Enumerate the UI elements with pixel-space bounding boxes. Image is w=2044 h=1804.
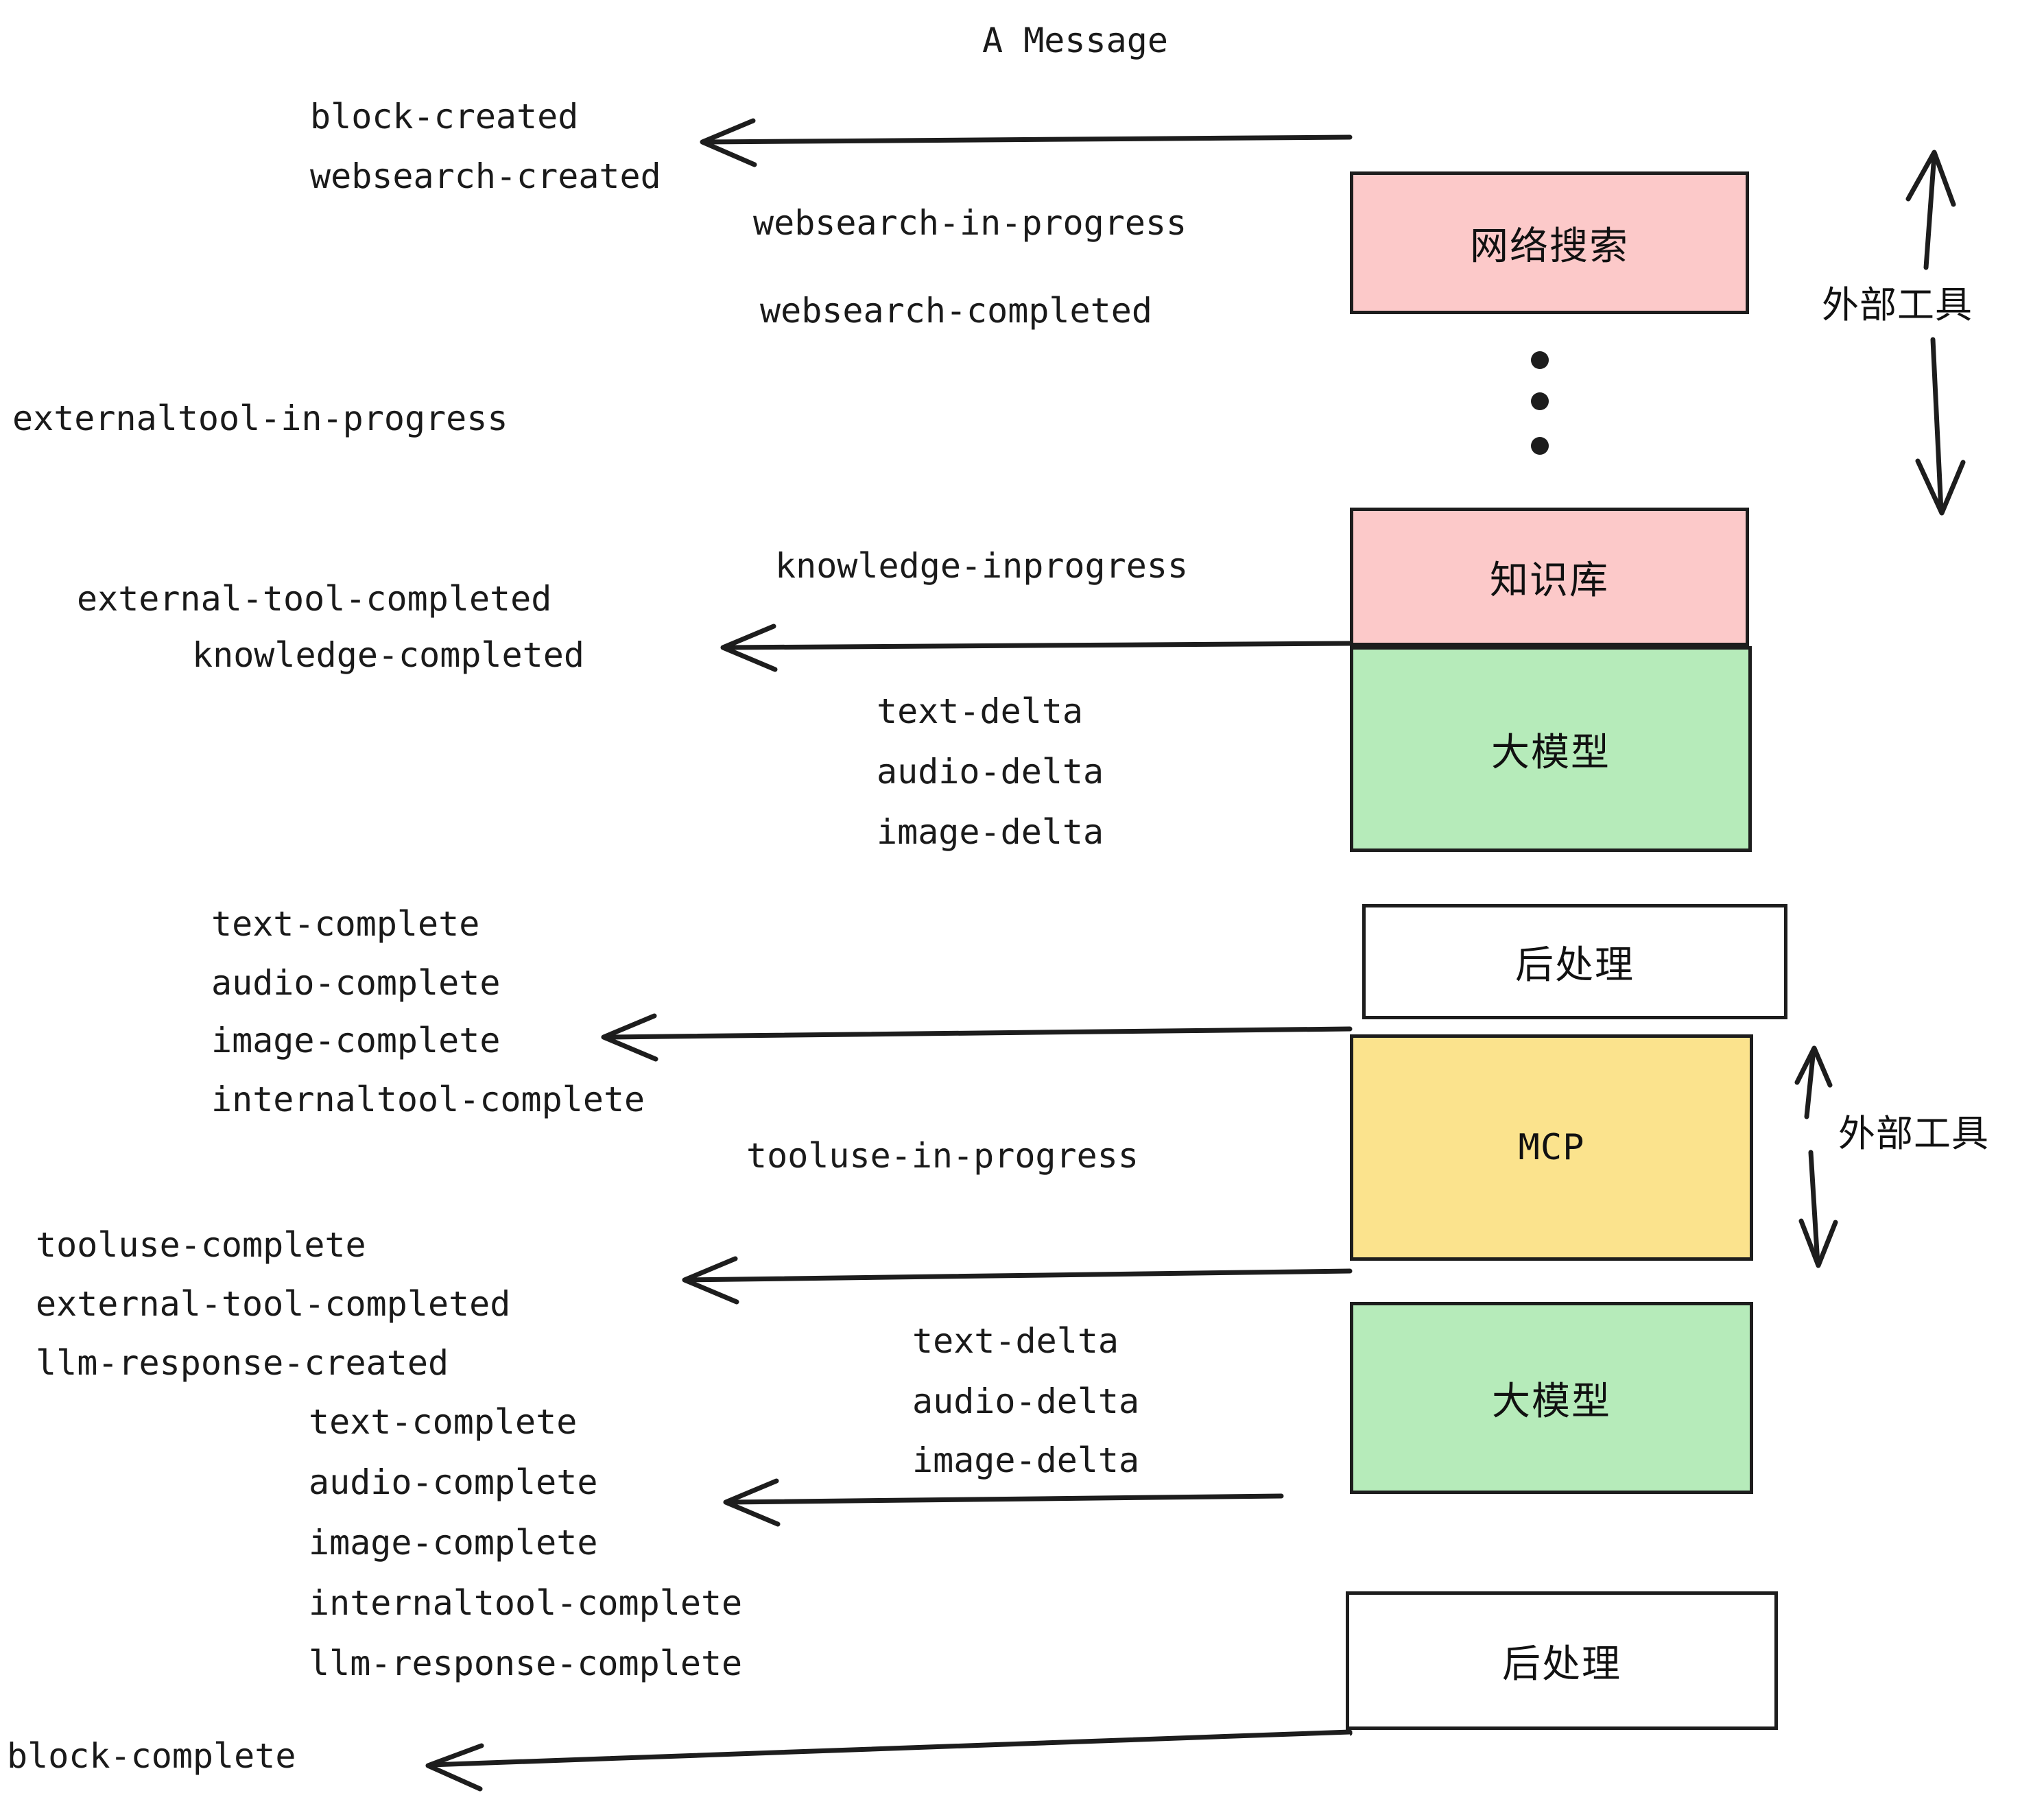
node-mcp-label: MCP <box>1518 1127 1585 1168</box>
node-mcp[interactable]: MCP <box>1350 1034 1753 1261</box>
event-tooluse-complete: tooluse-complete <box>36 1225 366 1265</box>
event-image-delta-1: image-delta <box>877 812 1104 852</box>
event-text-complete-1: text-complete <box>211 904 480 944</box>
node-llm-1[interactable]: 大模型 <box>1350 646 1752 852</box>
event-block-created: block-created <box>310 97 579 137</box>
arrow-llm2-to-events <box>723 1478 1284 1527</box>
node-websearch[interactable]: 网络搜索 <box>1350 171 1749 314</box>
event-external-tool-completed-2: external-tool-completed <box>36 1284 511 1324</box>
node-llm-2[interactable]: 大模型 <box>1350 1302 1753 1494</box>
event-text-delta-1: text-delta <box>877 691 1084 731</box>
event-text-delta-2: text-delta <box>912 1321 1119 1361</box>
node-llm-1-label: 大模型 <box>1491 730 1611 775</box>
node-websearch-label: 网络搜索 <box>1470 224 1629 269</box>
event-internaltool-complete-2: internaltool-complete <box>309 1583 743 1623</box>
arrow-knowledge-to-events <box>720 624 1353 672</box>
node-knowledge[interactable]: 知识库 <box>1350 508 1749 646</box>
event-websearch-in-progress: websearch-in-progress <box>753 203 1187 243</box>
arrow-llm1-to-events <box>601 1013 1353 1062</box>
event-image-delta-2: image-delta <box>912 1440 1140 1480</box>
event-image-complete-1: image-complete <box>211 1021 501 1060</box>
arrow-mcp-to-events <box>682 1256 1353 1305</box>
ellipsis-dot-3 <box>1531 437 1549 455</box>
event-block-complete: block-complete <box>7 1736 296 1776</box>
event-image-complete-2: image-complete <box>309 1523 598 1563</box>
event-externaltool-in-progress: externaltool-in-progress <box>12 399 508 438</box>
event-llm-response-created: llm-response-created <box>36 1343 449 1383</box>
node-postprocess-2-label: 后处理 <box>1502 1641 1621 1687</box>
ellipsis-dot-2 <box>1531 392 1549 410</box>
node-llm-2-label: 大模型 <box>1492 1379 1611 1424</box>
external-tool-label-bottom: 外部工具 <box>1838 1112 1989 1155</box>
event-knowledge-completed: knowledge-completed <box>192 635 584 675</box>
event-websearch-created: websearch-created <box>310 156 661 196</box>
node-postprocess-2[interactable]: 后处理 <box>1346 1591 1778 1730</box>
arrow-postprocess2-to-block-complete <box>465 1731 1353 1804</box>
node-knowledge-label: 知识库 <box>1490 558 1609 603</box>
external-tool-arrow-bottom <box>1794 1045 1838 1268</box>
external-tool-arrow-top <box>1905 150 1966 516</box>
event-tooluse-in-progress: tooluse-in-progress <box>746 1136 1139 1176</box>
event-internaltool-complete-1: internaltool-complete <box>211 1080 645 1119</box>
ellipsis-dot-1 <box>1531 351 1549 369</box>
event-llm-response-complete: llm-response-complete <box>309 1643 743 1683</box>
event-audio-delta-2: audio-delta <box>912 1381 1140 1421</box>
event-audio-complete-2: audio-complete <box>309 1462 598 1502</box>
event-audio-complete-1: audio-complete <box>211 963 501 1003</box>
event-external-tool-completed-1: external-tool-completed <box>77 579 552 619</box>
event-knowledge-inprogress: knowledge-inprogress <box>775 546 1189 586</box>
event-websearch-completed: websearch-completed <box>760 291 1152 331</box>
page-title: A Message <box>982 21 1168 60</box>
node-postprocess-1-label: 后处理 <box>1515 942 1635 988</box>
node-postprocess-1[interactable]: 后处理 <box>1362 904 1787 1019</box>
event-audio-delta-1: audio-delta <box>877 752 1104 792</box>
event-text-complete-2: text-complete <box>309 1402 578 1442</box>
external-tool-label-top: 外部工具 <box>1822 283 1973 327</box>
arrow-websearch-to-events <box>700 118 1353 167</box>
